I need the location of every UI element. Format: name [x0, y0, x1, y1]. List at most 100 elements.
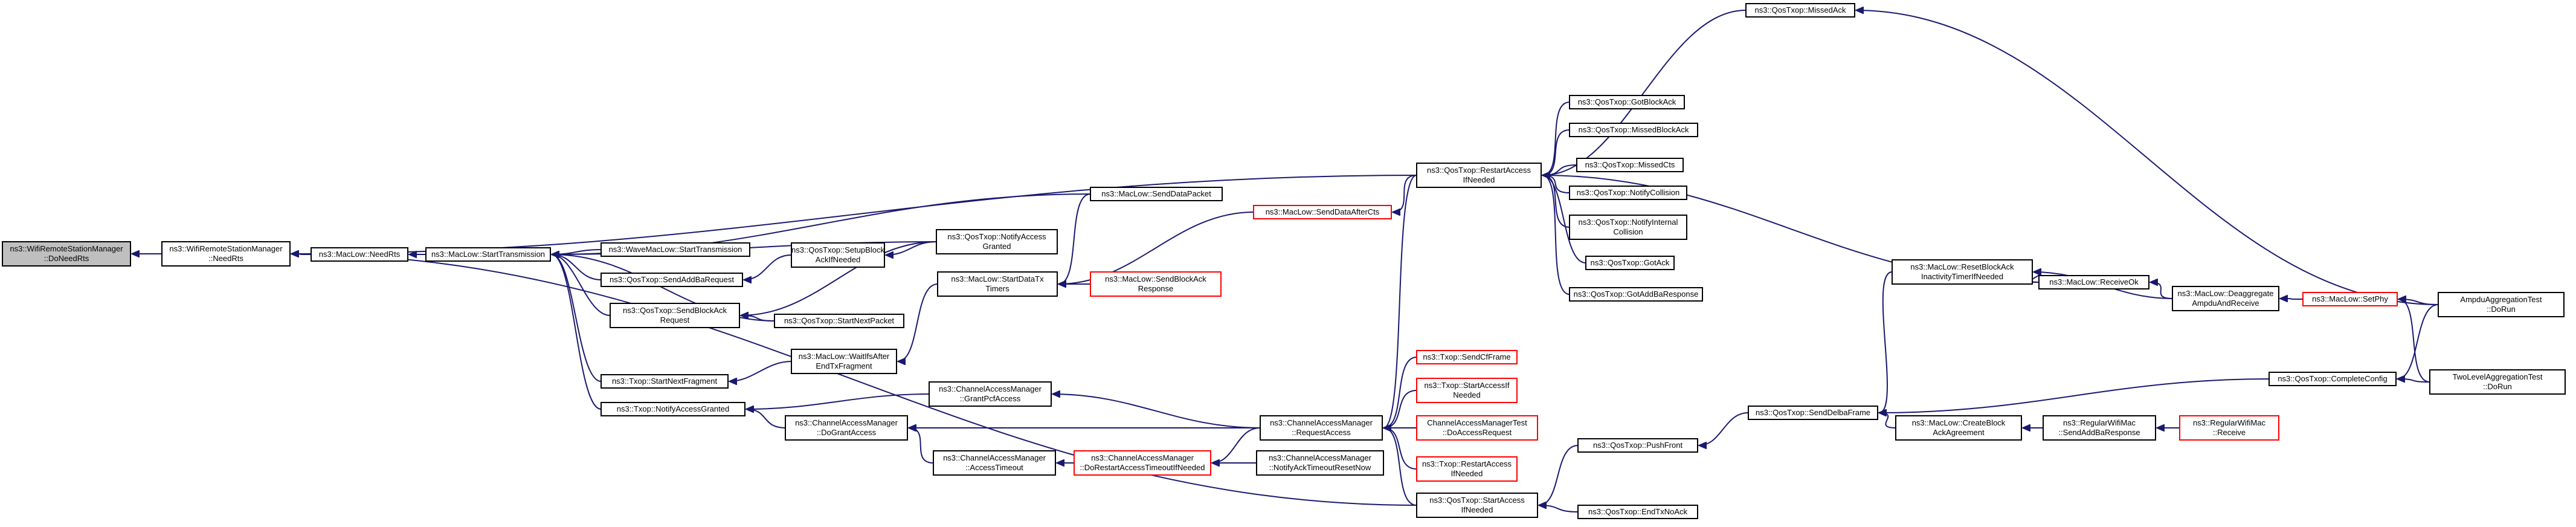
node-n35[interactable]: ns3::QosTxop::GotAck: [1585, 256, 1675, 270]
node-box: [1416, 415, 1538, 441]
edge-n16-to-n9: [886, 241, 937, 255]
node-n30[interactable]: ns3::QosTxop::GotBlockAck: [1569, 95, 1685, 109]
node-label: ns3::MacLow::WaitIfsAfter: [799, 352, 890, 361]
edge-n23-to-n18: [1393, 175, 1417, 212]
node-n4[interactable]: ns3::WaveMacLow::StartTransmission: [601, 242, 750, 257]
edge-n39-to-n37: [1699, 412, 1749, 445]
node-label: ::RequestAccess: [1292, 428, 1351, 437]
node-n29[interactable]: ns3::QosTxop::MissedAck: [1745, 3, 1855, 18]
node-n31[interactable]: ns3::QosTxop::MissedBlockAck: [1569, 123, 1698, 137]
node-label: ns3::MacLow::ResetBlockAck: [1910, 262, 2014, 271]
node-n37[interactable]: ns3::QosTxop::PushFront: [1577, 438, 1698, 453]
node-box: [2302, 292, 2398, 306]
node-n47[interactable]: ns3::QosTxop::CompleteConfig: [2268, 372, 2397, 386]
node-n7[interactable]: ns3::Txop::StartNextFragment: [601, 374, 729, 389]
node-n0[interactable]: ns3::WifiRemoteStationManager::DoNeedRts: [2, 241, 131, 267]
node-label: ns3::QosTxop::MissedBlockAck: [1579, 125, 1689, 134]
node-label: ns3::QosTxop::StartAccess: [1429, 496, 1525, 505]
node-n42[interactable]: ns3::MacLow::ReceiveOk: [2038, 275, 2149, 289]
node-n20[interactable]: ns3::ChannelAccessManager::DoRestartAcce…: [1074, 450, 1211, 476]
edge-n38-to-n24: [1539, 505, 1579, 512]
edge-n18-to-n17: [1058, 212, 1254, 284]
node-n15[interactable]: ns3::MacLow::SendDataPacket: [1090, 187, 1223, 201]
node-n10[interactable]: ns3::QosTxop::StartNextPacket: [774, 314, 904, 328]
node-n21[interactable]: ns3::ChannelAccessManager::RequestAccess: [1260, 415, 1383, 441]
node-n12[interactable]: ns3::ChannelAccessManager::GrantPcfAcces…: [929, 381, 1052, 407]
node-box: [601, 374, 729, 389]
node-label: ::NotifyAckTimeoutResetNow: [1269, 463, 1371, 472]
node-n22[interactable]: ns3::ChannelAccessManager::NotifyAckTime…: [1256, 450, 1384, 476]
node-label: ns3::WifiRemoteStationManager: [10, 244, 123, 253]
node-box: [1416, 350, 1518, 364]
node-box: [1748, 406, 1878, 420]
node-box: [1895, 415, 2022, 441]
node-n5[interactable]: ns3::QosTxop::SendAddBaRequest: [601, 273, 743, 287]
node-n25[interactable]: ns3::Txop::SendCfFrame: [1416, 350, 1518, 364]
node-label: ns3::QosTxop::SetupBlock: [791, 245, 884, 254]
node-n33[interactable]: ns3::QosTxop::NotifyCollision: [1569, 186, 1687, 200]
node-n1[interactable]: ns3::WifiRemoteStationManager::NeedRts: [161, 241, 291, 267]
node-n13[interactable]: ns3::ChannelAccessManager::DoGrantAccess: [785, 415, 908, 441]
node-box: [1569, 287, 1703, 302]
node-label: ns3::QosTxop::MissedCts: [1585, 160, 1675, 169]
node-n18[interactable]: ns3::MacLow::SendDataAfterCts: [1253, 205, 1392, 219]
node-label: ::DoRestartAccessTimeoutIfNeeded: [1080, 463, 1205, 472]
node-label: Timers: [985, 284, 1009, 293]
node-n39[interactable]: ns3::QosTxop::SendDelbaFrame: [1748, 406, 1878, 420]
edge-n23-to-n21: [1383, 175, 1417, 428]
node-box: [1892, 259, 2033, 285]
edge-n23-to-n1: [291, 175, 1417, 254]
node-n36[interactable]: ns3::QosTxop::GotAddBaResponse: [1569, 287, 1703, 302]
node-box: [610, 303, 740, 328]
node-label: ns3::MacLow::ReceiveOk: [2049, 277, 2139, 286]
node-n44[interactable]: ns3::RegularWifiMac::SendAddBaResponse: [2043, 415, 2156, 441]
node-n2[interactable]: ns3::MacLow::NeedRts: [311, 247, 408, 262]
edge-n49-to-n47: [2397, 379, 2430, 382]
edge-n49-to-n46: [2398, 299, 2430, 383]
node-label: AckAgreement: [1933, 428, 1985, 437]
node-n45[interactable]: ns3::RegularWifiMac::Receive: [2179, 415, 2279, 441]
node-label: AmpduAndReceive: [2192, 299, 2259, 308]
node-label: IfNeeded: [1451, 469, 1483, 478]
node-label: ns3::QosTxop::SendBlockAck: [623, 306, 727, 315]
node-label: TwoLevelAggregationTest: [2453, 372, 2543, 381]
node-n3[interactable]: ns3::MacLow::StartTransmission: [425, 247, 551, 262]
node-box: [2043, 415, 2156, 441]
node-n48[interactable]: AmpduAggregationTest::DoRun: [2438, 292, 2565, 317]
node-n8[interactable]: ns3::Txop::NotifyAccessGranted: [601, 402, 745, 416]
node-n49[interactable]: TwoLevelAggregationTest::DoRun: [2429, 369, 2566, 395]
node-label: ns3::ChannelAccessManager: [795, 418, 898, 427]
edge-n36-to-n23: [1542, 175, 1570, 295]
node-n38[interactable]: ns3::QosTxop::EndTxNoAck: [1577, 505, 1698, 519]
node-label: ns3::WaveMacLow::StartTransmission: [609, 245, 742, 254]
node-label: ns3::MacLow::SendDataAfterCts: [1266, 207, 1380, 216]
node-box: [1090, 271, 1222, 297]
node-label: ::Receive: [2213, 428, 2246, 437]
edge-n41-to-n39: [1879, 413, 1896, 428]
node-box: [601, 402, 745, 416]
node-box: [1090, 187, 1223, 201]
node-n32[interactable]: ns3::QosTxop::MissedCts: [1576, 158, 1684, 172]
node-n46[interactable]: ns3::MacLow::SetPhy: [2302, 292, 2398, 306]
node-n40[interactable]: ns3::MacLow::ResetBlockAckInactivityTime…: [1892, 259, 2033, 285]
node-box: [933, 450, 1056, 476]
node-box: [2172, 286, 2279, 311]
node-n27[interactable]: ChannelAccessManagerTest::DoAccessReques…: [1416, 415, 1538, 441]
node-n14[interactable]: ns3::ChannelAccessManager::AccessTimeout: [933, 450, 1056, 476]
node-n16[interactable]: ns3::QosTxop::NotifyAccessGranted: [936, 229, 1058, 254]
edge-n13-to-n8: [746, 409, 786, 428]
node-box: [1577, 505, 1698, 519]
